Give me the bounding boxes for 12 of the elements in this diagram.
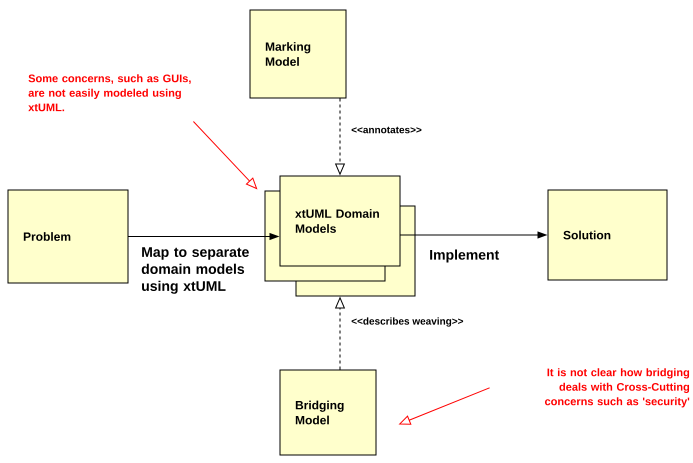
edge-label: <<describes weaving>> <box>352 317 464 327</box>
edge-label: Implement <box>430 249 500 263</box>
edge-label: Map to separate domain models using xtUML <box>142 247 249 294</box>
process-box: Problem <box>8 190 128 284</box>
process-box: Marking Model <box>250 10 346 98</box>
process-box: Bridging Model <box>280 370 376 456</box>
stacked-boxes: xtUML Domain Models <box>264 176 416 296</box>
process-box: Solution <box>548 190 668 280</box>
arrow <box>192 120 258 190</box>
note-text: It is not clear how bridging deals with Cross-Cutting concerns such as 'security' <box>545 368 690 408</box>
edge-label: <<annotates>> <box>352 126 422 134</box>
note-text: Some concerns, such as GUIs, are not easily modeled using xtUML. <box>28 74 191 112</box>
